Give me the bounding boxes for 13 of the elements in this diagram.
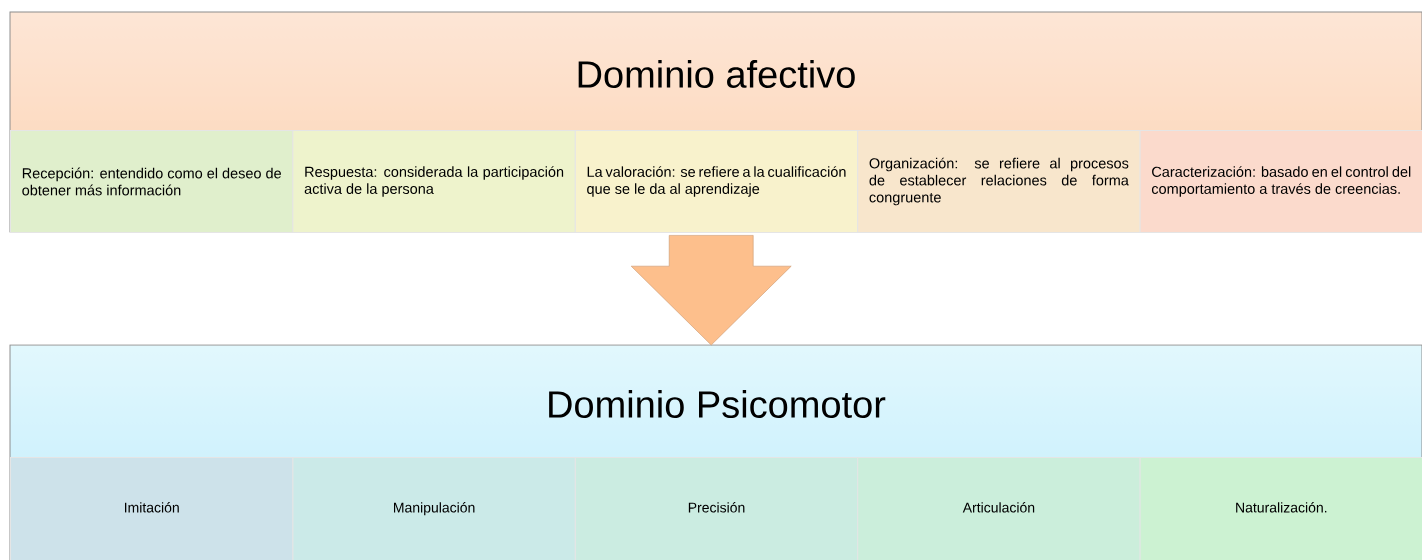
label-cell: Manipulación [292,457,576,560]
text-cell: Caracterización: basado en el control del comportamiento a través de creencias. [1139,130,1422,233]
panel-title: Dominio afectivo [578,60,855,88]
panel-title: Dominio Psicomotor [549,390,886,418]
label-cell: Naturalización. [1139,457,1422,560]
text-cell: La valoración: se refiere a la cualificación que se le da al aprendizaje [574,130,859,233]
text-cell: Recepción: entendido como el deseo de obtener más información [10,130,294,233]
text-cell: Organización: se refiere al procesos de establecer relaciones de forma congruente [857,130,1141,233]
block-arrow [630,235,792,346]
label-cell: Precisión [574,457,859,560]
text-cell: Respuesta: considerada la participación activa de la persona [292,130,576,233]
label-cell: Imitación [10,457,294,560]
label-cell: Articulación [857,457,1141,560]
